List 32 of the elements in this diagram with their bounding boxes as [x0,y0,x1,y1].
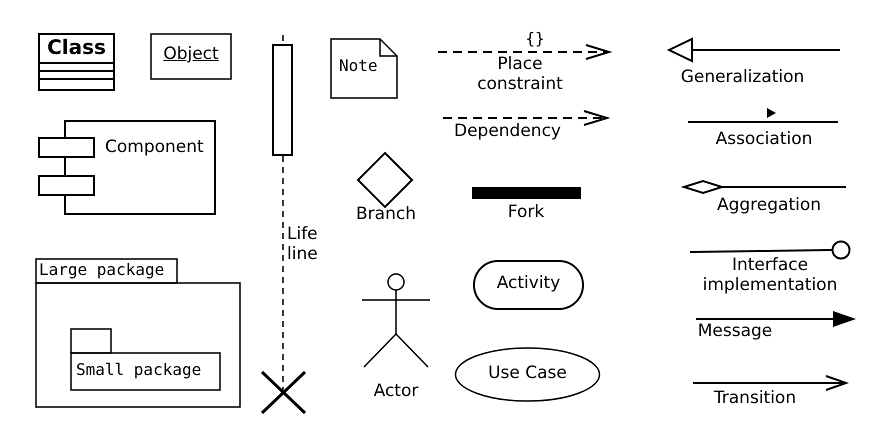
note-shape [330,38,398,99]
node-caption: Actor [372,382,420,402]
notation-label: Association [714,130,814,150]
node-label: Note [339,57,378,76]
package-box [35,258,241,408]
notation-label: {} [524,30,546,48]
component-box [38,120,216,215]
decision-diamond [357,152,413,208]
node-label: Small package [76,361,202,380]
class-box [38,33,115,91]
object-box [150,33,232,80]
node-label: Component [105,138,204,158]
node-label: Activity [496,274,562,294]
use-case-ellipse [454,347,601,402]
node-label: Class [46,36,107,59]
node-label: Large package [39,261,164,280]
node-caption: Branch [355,205,417,225]
notation-label: Aggregation [716,196,822,216]
notation-label: Generalization [680,68,806,88]
notation-label: Transition [712,389,798,409]
activity-box [473,260,584,310]
node-caption: Fork [506,203,546,223]
notation-label: Message [696,322,774,342]
notation-label: Dependency [452,122,562,142]
node-label: Use Case [487,364,568,384]
notation-label: Interface implementation [702,256,838,296]
node-label: Life line [287,225,319,264]
notation-label: Place constraint [476,55,564,94]
actor-figure [362,272,430,369]
package-box [70,328,221,391]
fork-bar [472,187,581,199]
node-label: Object [162,45,220,65]
